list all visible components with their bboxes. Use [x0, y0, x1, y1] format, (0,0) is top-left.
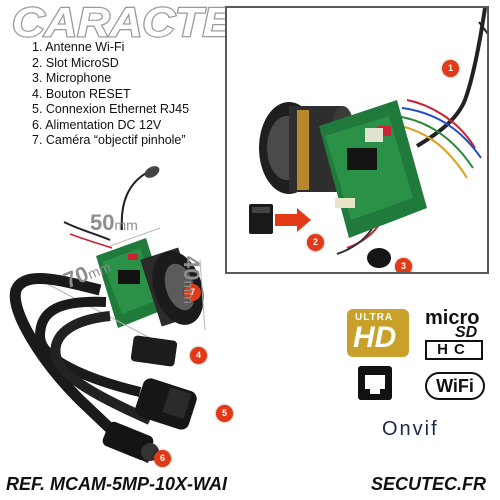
callout-badge: 1	[442, 60, 459, 77]
product-reference: REF. MCAM-5MP-10X-WAI	[6, 474, 228, 494]
onvif-logo: Onvif	[382, 418, 439, 441]
dimension-width: 50mm	[90, 210, 138, 236]
feature-item: 1. Antenne Wi-Fi	[32, 40, 125, 54]
ultra-label: ULTRA	[355, 312, 394, 323]
ethernet-port-icon	[358, 366, 392, 400]
feature-item: 7. Caméra “objectif pinhole”	[32, 133, 186, 147]
callout-badge: 5	[216, 405, 233, 422]
feature-item: 4. Bouton RESET	[32, 86, 131, 101]
microsd-logo: micro SD HC	[425, 307, 487, 361]
hd-label: HD	[353, 321, 397, 354]
ultra-hd-logo: ULTRA HD	[347, 309, 409, 357]
dimension-unit: mm	[114, 217, 138, 233]
brand-name: SECUTEC.FR	[370, 474, 486, 494]
dimension-unit: mm	[181, 280, 197, 304]
onvif-label: Onvif	[382, 418, 439, 440]
dimension-height: 40mm	[178, 256, 204, 304]
micro-label: micro	[425, 307, 480, 329]
feature-item: 5. Connexion Ethernet RJ45	[32, 102, 190, 116]
callout-badge: 3	[395, 258, 412, 272]
hc-label: HC	[425, 340, 483, 360]
feature-item: 3. Microphone	[32, 71, 112, 85]
sd-label: SD	[455, 324, 478, 341]
board-illustration	[249, 8, 487, 268]
feature-item: 2. Slot MicroSD	[32, 55, 119, 70]
callout-badge: 2	[307, 234, 324, 251]
callout-badge: 7	[184, 284, 201, 301]
product-illustration	[9, 166, 206, 464]
callout-badge: 6	[154, 450, 171, 467]
feature-item: 6. Alimentation DC 12V	[32, 117, 162, 132]
wifi-logo: WiFi	[425, 372, 485, 400]
wifi-label: WiFi	[436, 376, 474, 396]
detail-inset-photo: 1 2 3	[225, 6, 489, 274]
dimension-value: 40	[179, 256, 204, 281]
dimension-value: 50	[90, 210, 115, 235]
callout-badge: 4	[190, 347, 207, 364]
feature-list: 1. Antenne Wi-Fi 2. Slot MicroSD 3. Micr…	[32, 40, 189, 149]
